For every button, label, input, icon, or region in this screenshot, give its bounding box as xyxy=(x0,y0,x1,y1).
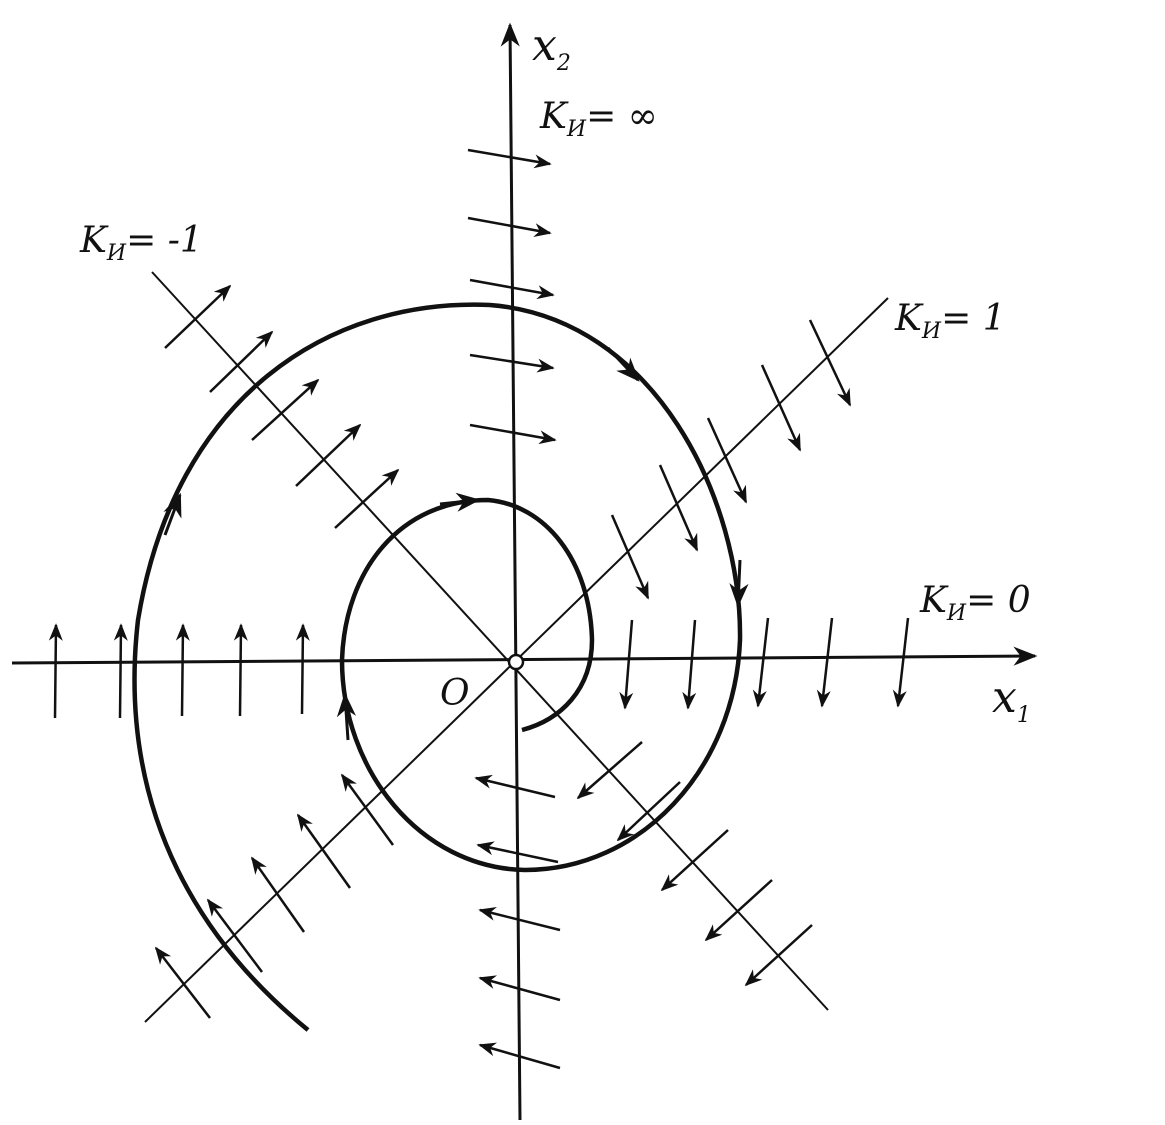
field-arrow xyxy=(744,924,813,987)
field-arrow xyxy=(334,468,400,529)
origin-label: O xyxy=(440,673,470,714)
trajectory-arrow xyxy=(439,492,481,512)
field-arrow xyxy=(295,423,362,487)
field-arrow xyxy=(340,773,395,846)
field-arrow xyxy=(164,284,232,349)
field-arrow xyxy=(808,319,852,407)
field-arrow xyxy=(175,623,190,717)
x1-axis-label: x1 xyxy=(992,672,1031,728)
trajectory-arrow xyxy=(336,692,357,741)
field-arrows-right-x1 xyxy=(619,617,910,710)
field-arrow xyxy=(752,617,770,708)
x2-axis xyxy=(500,22,522,1121)
field-arrow xyxy=(660,829,729,892)
field-arrow xyxy=(816,617,834,708)
field-arrow xyxy=(113,623,128,719)
field-arrow xyxy=(206,898,263,973)
trajectory-spiral xyxy=(132,302,743,1032)
trajectory-arrow xyxy=(606,346,640,382)
isocline-label-infinity: KИ= ∞ xyxy=(539,96,658,142)
isocline-kminus1-line xyxy=(151,271,829,1011)
field-arrows-lower-x2 xyxy=(474,774,561,1070)
field-arrows-kminus1-lower xyxy=(576,741,813,987)
field-arrow xyxy=(706,417,748,504)
field-arrow xyxy=(469,278,555,300)
field-arrow xyxy=(704,879,773,942)
isocline-label-k0: KИ= 0 xyxy=(919,580,1031,626)
field-arrows-upper-x2 xyxy=(467,148,557,445)
field-arrow xyxy=(478,1042,561,1070)
field-arrow xyxy=(467,216,552,238)
field-arrow xyxy=(616,781,681,842)
field-arrow xyxy=(233,623,248,717)
field-arrow xyxy=(476,841,559,864)
isocline-label-kminus1: KИ= -1 xyxy=(79,220,203,266)
isocline-label-k1: KИ= 1 xyxy=(894,298,1006,344)
field-arrow xyxy=(760,364,802,452)
field-arrow xyxy=(478,975,561,1002)
field-arrow xyxy=(48,623,63,719)
trajectory-arrow xyxy=(163,492,182,536)
field-arrow xyxy=(478,907,561,932)
field-arrow xyxy=(469,353,555,373)
field-arrow xyxy=(467,148,552,169)
field-arrow xyxy=(474,774,556,799)
field-arrow xyxy=(154,946,211,1019)
field-arrow xyxy=(295,623,310,715)
field-arrow xyxy=(658,464,699,552)
field-arrow xyxy=(250,856,306,933)
field-arrows-kminus1-upper xyxy=(164,284,400,529)
field-arrow xyxy=(610,514,650,600)
trajectory-arrow xyxy=(729,559,749,608)
field-arrows-k1-lower xyxy=(154,773,395,1019)
field-arrow xyxy=(251,378,320,441)
field-arrows-k1-upper xyxy=(610,319,852,600)
field-arrow xyxy=(892,617,910,708)
field-arrow xyxy=(619,619,634,710)
field-arrow xyxy=(682,619,697,710)
origin-point xyxy=(507,653,525,671)
field-arrow xyxy=(576,741,643,800)
field-arrows-left-x1 xyxy=(48,623,310,719)
field-arrow xyxy=(209,330,274,393)
field-arrow xyxy=(296,813,352,889)
x2-axis-label: x2 xyxy=(532,20,571,76)
field-arrow xyxy=(469,423,557,445)
